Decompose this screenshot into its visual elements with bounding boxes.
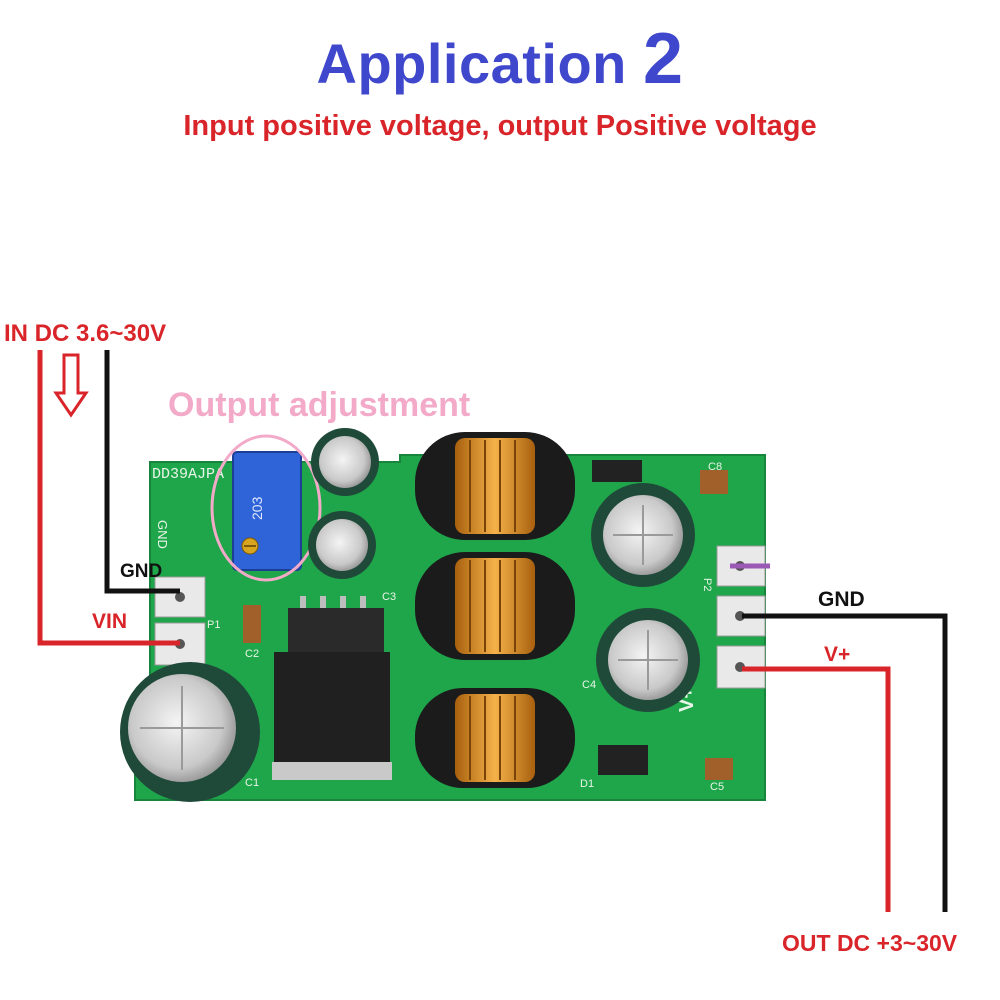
silk-d1: D1 <box>580 778 594 790</box>
regulator-ic <box>272 596 392 780</box>
silk-p2: P2 <box>701 578 713 591</box>
output-voltage-label: OUT DC +3~30V <box>782 930 958 956</box>
silk-c1: C1 <box>245 777 259 789</box>
smd-diode-d1 <box>598 745 648 775</box>
capacitor-large-2 <box>596 608 700 712</box>
silk-c5: C5 <box>710 781 724 793</box>
output-wires <box>730 563 948 912</box>
capacitor-input <box>120 662 260 802</box>
inductor-2 <box>415 552 575 660</box>
silk-c2: C2 <box>245 648 259 660</box>
silk-c3: C3 <box>382 591 396 603</box>
silk-c4: C4 <box>582 679 596 691</box>
input-vin-label: VIN <box>92 610 128 633</box>
page-subtitle: Input positive voltage, output Positive … <box>183 110 817 142</box>
input-gnd-label: GND <box>120 561 163 582</box>
silk-p1: P1 <box>207 619 220 631</box>
input-wires <box>37 350 180 646</box>
capacitor-small-1 <box>311 428 379 496</box>
adjust-highlight-ring <box>210 434 322 582</box>
board-name: DD39AJPA <box>152 466 224 483</box>
output-adjustment-label: Output adjustment <box>168 386 471 424</box>
pot-marking: 203 <box>249 496 265 520</box>
inductor-3 <box>415 688 575 788</box>
silk-gnd: GND <box>155 520 170 549</box>
inductor-1 <box>415 432 575 540</box>
title-text: Application <box>316 32 627 95</box>
capacitor-small-2 <box>308 511 376 579</box>
input-down-arrow-icon <box>53 353 89 418</box>
page-title: Application 2 <box>0 18 1000 100</box>
capacitor-large-1 <box>591 483 695 587</box>
output-vplus-label: V+ <box>824 643 851 666</box>
trim-potentiometer: 203 <box>232 451 302 571</box>
output-gnd-label: GND <box>818 588 865 611</box>
smd-diode-top <box>592 460 642 482</box>
smd-capacitor-c8 <box>700 470 728 494</box>
smd-capacitor-c5 <box>705 758 733 780</box>
title-number: 2 <box>642 19 684 99</box>
smd-capacitor-c2 <box>243 605 261 643</box>
input-voltage-label: IN DC 3.6~30V <box>4 320 167 347</box>
